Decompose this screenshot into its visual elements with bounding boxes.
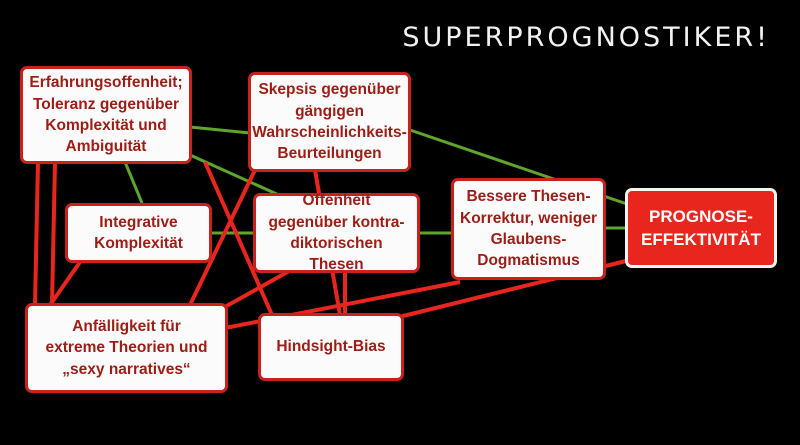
node-anfaelligkeit: Anfälligkeit für extreme Theorien und „s… <box>25 303 228 393</box>
edge-erfahrung-hindsight <box>203 161 274 316</box>
node-bessere-thesenkorrektur: Bessere Thesen- Korrektur, weniger Glaub… <box>451 178 606 280</box>
node-integrative-komplexitaet: Integrative Komplexität <box>65 203 212 263</box>
edge-erfahrung-integrative <box>123 161 144 204</box>
edge-skepsis-anfaellig <box>188 169 257 306</box>
edge-erfahrung-anfaellig-1 <box>33 161 40 306</box>
node-hindsight-bias: Hindsight-Bias <box>258 313 404 381</box>
edge-integrative-anfaellig <box>48 260 82 307</box>
edge-erfahrung-anfaellig-2 <box>50 161 57 306</box>
node-skepsis: Skepsis gegenüber gängigen Wahrscheinlic… <box>248 72 411 172</box>
diagram-title: SUPERPROGNOSTIKER! <box>402 22 770 53</box>
edge-erfahrung-skepsis <box>189 125 251 135</box>
node-erfahrungsoffenheit: Erfahrungsoffenheit; Toleranz gegenüber … <box>20 66 192 164</box>
node-prognose-effektivitaet: PROGNOSE- EFFEKTIVITÄT <box>625 188 777 268</box>
node-offenheit-kontradiktorisch: Offenheit gegenüber kontra- diktorischen… <box>253 192 420 273</box>
